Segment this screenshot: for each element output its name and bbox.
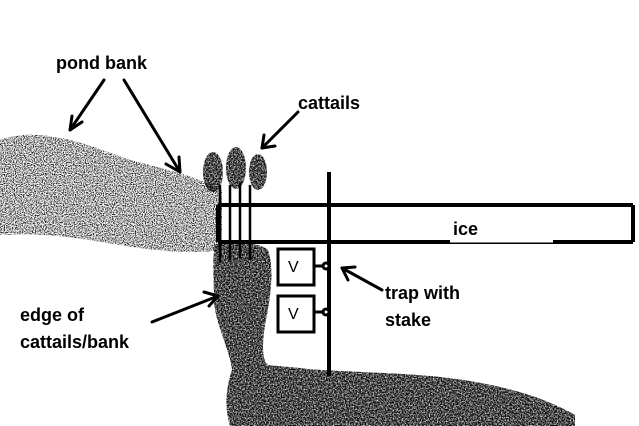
- cattail-bank-edge-texture: [213, 242, 576, 426]
- ice-slab: [216, 203, 635, 244]
- ice-label: ice: [453, 219, 479, 239]
- upper-trap-mark: V: [288, 259, 299, 276]
- cattail-heads: [203, 147, 267, 192]
- cattails-label: cattails: [298, 93, 361, 113]
- cattail-stems: [218, 183, 252, 262]
- edge-label-line2: cattails/bank: [20, 332, 130, 352]
- trap-label-line2: stake: [385, 310, 432, 330]
- trap-label-line1: trap with: [385, 283, 460, 303]
- lower-trap-mark: V: [288, 306, 299, 323]
- pond-bank-label: pond bank: [56, 53, 147, 73]
- edge-label-line1: edge of: [20, 305, 85, 325]
- upper-trap: [276, 247, 331, 287]
- pointer-arrows: [68, 78, 384, 324]
- pond-bank-texture: [0, 134, 222, 253]
- lower-trap: [276, 294, 331, 334]
